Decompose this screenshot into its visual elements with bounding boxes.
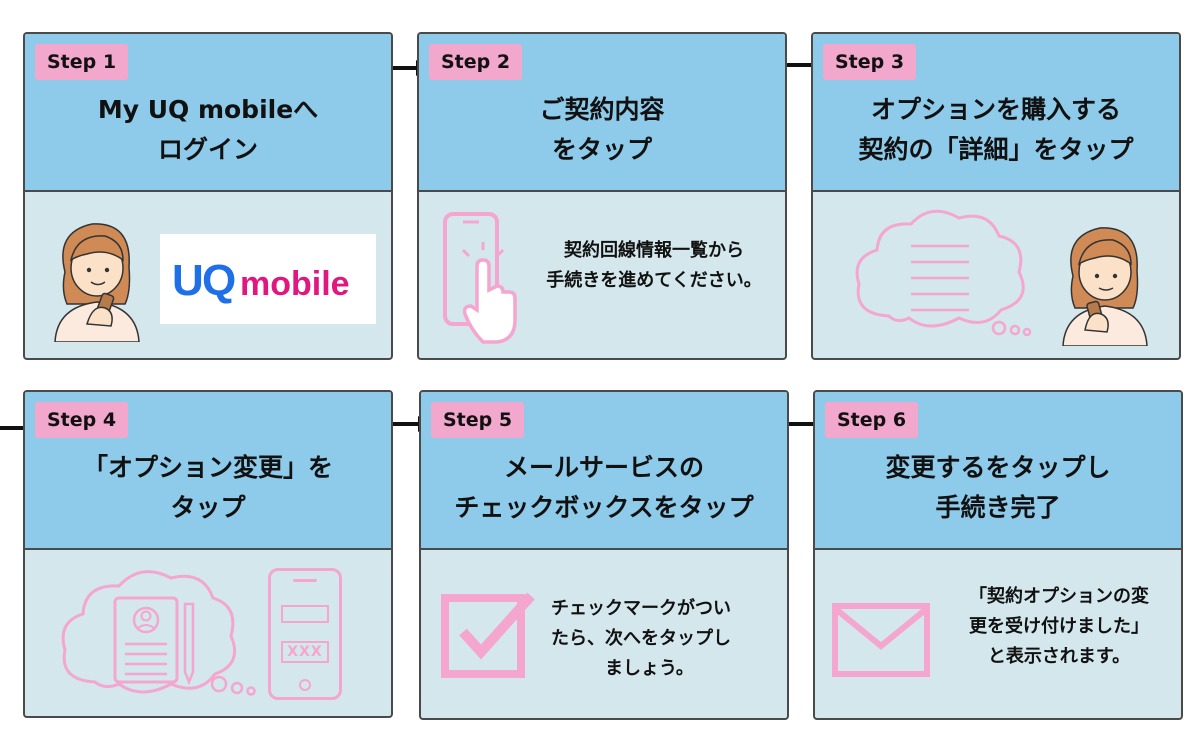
step-body: 「契約オプションの変 更を受け付けました」 と表示されます。 [815,550,1181,718]
step-header: Step 3 オプションを購入する 契約の「詳細」をタップ [813,34,1179,192]
phone-screen-bar [281,605,329,623]
step-badge: Step 6 [825,402,919,438]
phone-speaker [293,579,317,582]
step-body: チェックマークがつい たら、次へをタップし ましょう。 [421,550,787,718]
step-card-4: Step 4 「オプション変更」を タップ XXX [23,390,393,718]
step-card-6: Step 6 変更するをタップし 手続き完了 「契約オプションの変 更を受け付け… [813,390,1183,720]
step-description: チェックマークがつい たら、次へをタップし ましょう。 [551,598,731,679]
step-body: 契約回線情報一覧から 手続きを進めてください。 [419,192,785,358]
step-header: Step 6 変更するをタップし 手続き完了 [815,392,1181,550]
step-badge: Step 2 [429,44,523,80]
phone-home-button [299,679,311,691]
step-title: 変更するをタップし 手続き完了 [885,453,1111,522]
step-header: Step 4 「オプション変更」を タップ [25,392,391,550]
step-title: メールサービスの チェックボックスをタップ [454,453,754,522]
uq-mobile-logo-mark: U Q mobile [172,256,350,305]
step-title: 「オプション変更」を タップ [82,453,333,522]
thought-cloud-list-icon [855,209,1032,336]
phone-screen-text: XXX [281,641,329,663]
step-description: 「契約オプションの変 更を受け付けました」 と表示されます。 [969,586,1149,667]
step-badge: Step 1 [35,44,129,80]
woman-phone-illustration [1062,227,1148,346]
step-card-3: Step 3 オプションを購入する 契約の「詳細」をタップ [811,32,1181,360]
step-badge: Step 4 [35,402,129,438]
uq-mobile-logo: U Q mobile [160,234,376,324]
checkbox-checked-icon [441,592,535,678]
step-card-1: Step 1 My UQ mobileへ ログイン U Q mobile [23,32,393,360]
phone-icon: XXX [268,568,342,700]
step-card-2: Step 2 ご契約内容 をタップ 契約回線情報一覧から 手続きを進めてください… [417,32,787,360]
envelope-icon [832,603,930,677]
step-body: U Q mobile [25,192,391,358]
phone-tap-icon [443,212,517,344]
thought-cloud-document-icon [61,570,256,696]
step-header: Step 2 ご契約内容 をタップ [419,34,785,192]
step-header: Step 5 メールサービスの チェックボックスをタップ [421,392,787,550]
step-title: オプションを購入する 契約の「詳細」をタップ [858,95,1134,164]
step-badge: Step 5 [431,402,525,438]
step-card-5: Step 5 メールサービスの チェックボックスをタップ チェックマークがつい … [419,390,789,720]
step-title: My UQ mobileへ ログイン [97,95,319,164]
step-description: 契約回線情報一覧から 手続きを進めてください。 [546,240,762,291]
svg-text:Q: Q [202,256,236,305]
step-title: ご契約内容 をタップ [539,95,665,164]
step-body [813,192,1179,358]
step-body: XXX [25,550,391,716]
svg-text:U: U [172,256,204,305]
woman-phone-illustration [54,223,140,342]
step-badge: Step 3 [823,44,917,80]
svg-text:mobile: mobile [240,265,350,303]
step-header: Step 1 My UQ mobileへ ログイン [25,34,391,192]
